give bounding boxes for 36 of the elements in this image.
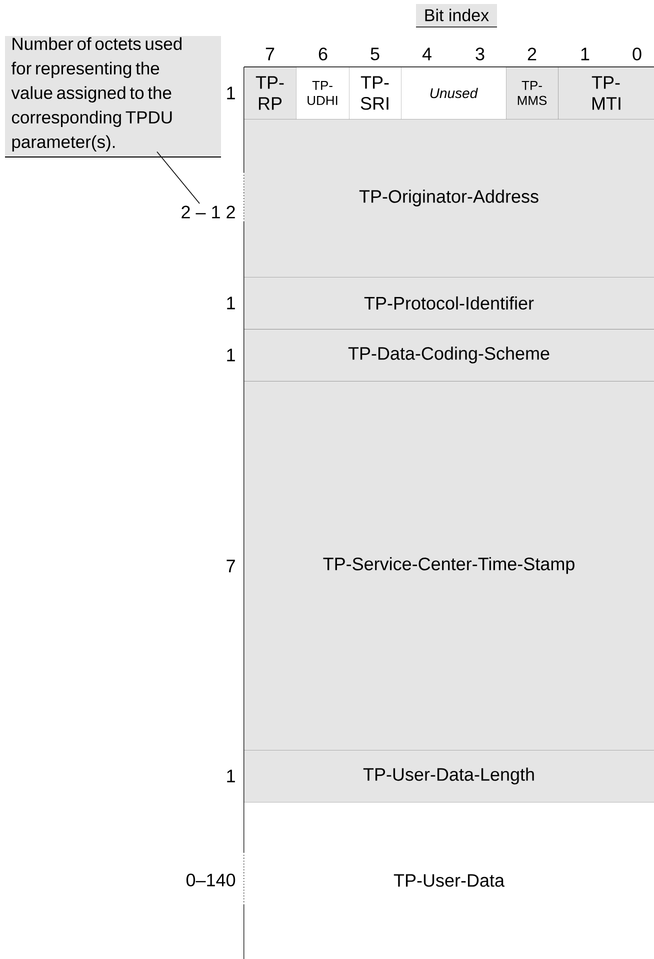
table-cell: TP- MTI	[558, 67, 654, 120]
node-label: TP- SRI	[360, 76, 389, 110]
bit-number: 4	[422, 48, 432, 60]
table-cell: TP- MMS	[506, 67, 558, 120]
table-cell: TP-Data-Coding-Scheme	[244, 329, 654, 382]
table-cell: TP- SRI	[349, 67, 402, 120]
octet-count: 1	[227, 770, 235, 782]
octet-count: 2 – 1 2	[182, 206, 235, 218]
bit-number: 7	[266, 48, 274, 60]
octet-count: 1	[227, 86, 235, 100]
table-cell: TP- UDHI	[296, 67, 350, 120]
axis-title: Bit index	[416, 4, 498, 28]
callout-box: Number of octets used for representing the value assigned to the corresponding TPDU parameter(s).	[4, 36, 222, 158]
bit-number: 6	[318, 48, 328, 60]
leader-line	[156, 151, 200, 204]
node-label: TP- RP	[256, 76, 284, 110]
node-label: TP- MMS	[518, 80, 547, 106]
node-label: TP-Protocol-Identifier	[364, 296, 534, 310]
node-label: TP-Data-Coding-Scheme	[348, 346, 550, 364]
table-cell: TP-User-Data-Length	[244, 750, 654, 802]
bit-number: 2	[528, 48, 536, 60]
bit-number: 1	[581, 48, 590, 60]
node-label: TP-User-Data	[394, 874, 504, 887]
node-label: TP-User-Data-Length	[363, 768, 534, 784]
node-label: TP- MTI	[592, 76, 620, 110]
node-label: TP-Service-Center-Time-Stamp	[323, 557, 574, 574]
octet-count: 1	[227, 296, 235, 310]
bit-number: 5	[370, 48, 380, 60]
node-label: TP-Originator-Address	[359, 190, 538, 206]
bit-number: 3	[476, 48, 484, 60]
node-label: Unused	[430, 88, 478, 98]
node-label: TP- UDHI	[308, 80, 338, 106]
table-cell: TP- RP	[244, 67, 296, 120]
octet-count: 1	[227, 348, 235, 362]
table-cell: TP-User-Data	[244, 802, 654, 959]
table-cell: TP-Protocol-Identifier	[244, 277, 654, 330]
